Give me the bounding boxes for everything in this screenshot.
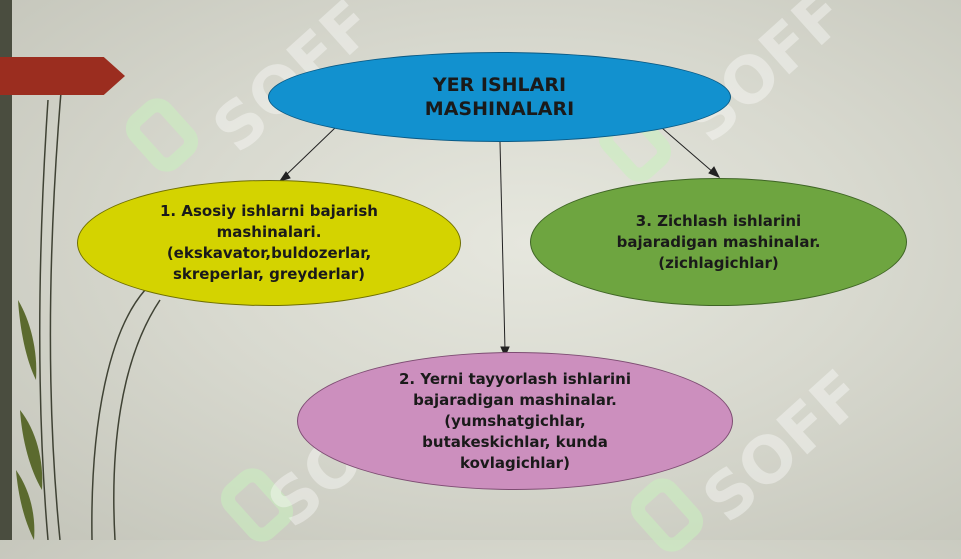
left-border-strip	[0, 0, 12, 540]
curve-line	[113, 299, 161, 540]
root-node: YER ISHLARI MASHINALARI	[268, 52, 731, 142]
arrowhead-right	[708, 166, 721, 178]
title-accent-arrow	[0, 57, 125, 95]
leaf-shape	[20, 410, 43, 490]
child-node-label: 3. Zichlash ishlarini bajaradigan mashin…	[616, 211, 821, 272]
slide: SOFF SOFF SOFF SOFF YER ISHLARI MASHINAL…	[0, 0, 907, 559]
child-node-label: 1. Asosiy ishlarni bajarish mashinalari.…	[160, 202, 378, 283]
child-node-label: 2. Yerni tayyorlash ishlarini bajaradiga…	[398, 369, 631, 472]
connector-right	[661, 127, 715, 174]
decorative-curves	[16, 79, 721, 540]
child-node-excavation: 1. Asosiy ishlarni bajarish mashinalari.…	[77, 180, 461, 306]
curve-line	[49, 79, 63, 540]
connector-left	[283, 126, 337, 178]
curve-line	[38, 99, 49, 540]
curve-line	[91, 289, 146, 540]
root-node-label: YER ISHLARI MASHINALARI	[424, 74, 575, 120]
child-node-compaction: 3. Zichlash ishlarini bajaradigan mashin…	[530, 178, 907, 306]
connector-bottom	[499, 141, 506, 351]
child-node-preparation: 2. Yerni tayyorlash ishlarini bajaradiga…	[297, 352, 733, 490]
leaf-shape	[16, 470, 35, 540]
leaf-shape	[18, 300, 37, 380]
